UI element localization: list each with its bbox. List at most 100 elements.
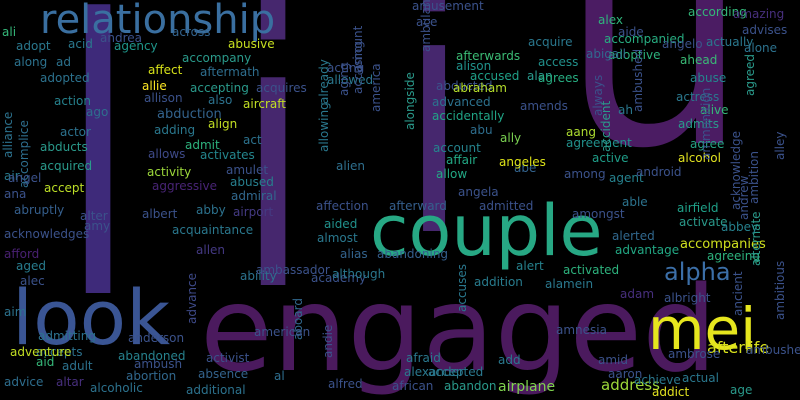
word: allow <box>436 167 468 181</box>
word: already <box>317 59 331 104</box>
word: air <box>4 169 20 183</box>
word: access <box>538 55 579 69</box>
word: aftermath <box>200 65 260 79</box>
word: anderson <box>128 331 185 345</box>
word: abandon <box>444 379 497 393</box>
word: alley <box>773 131 787 160</box>
word: aang <box>566 125 596 139</box>
word: aid <box>36 355 55 369</box>
word: ahead <box>680 53 718 67</box>
word: alcohol <box>678 151 721 165</box>
word: ace <box>416 15 438 29</box>
word: ancient <box>731 271 745 316</box>
word: additional <box>186 383 246 397</box>
word: andrea <box>100 31 142 45</box>
word: afraid <box>406 351 441 365</box>
word: abandoning <box>377 247 449 261</box>
word: afterlife <box>707 338 770 357</box>
word: amnesia <box>556 323 607 337</box>
word: admitting <box>38 329 96 343</box>
word: agreed <box>743 53 757 96</box>
word: android <box>636 165 682 179</box>
word: advises <box>742 23 788 37</box>
word: aaron <box>608 367 643 381</box>
word: american <box>254 325 311 339</box>
word: abducts <box>40 140 88 154</box>
word: accidentally <box>432 109 505 123</box>
word: accepts <box>36 345 83 359</box>
word: account <box>433 141 481 155</box>
word: almost <box>317 231 358 245</box>
word: along <box>14 55 48 69</box>
word: age <box>730 383 753 397</box>
word: also <box>208 93 233 107</box>
word: amazing <box>733 7 785 21</box>
word: acquaintance <box>172 223 254 237</box>
word: abortion <box>126 369 177 383</box>
word: accusing <box>351 41 365 94</box>
word: amulet <box>226 163 269 177</box>
word: afterward <box>389 199 447 213</box>
word: admits <box>678 117 719 131</box>
word: adoptive <box>608 48 661 62</box>
word: acquired <box>40 159 93 173</box>
word: alcoholic <box>90 381 143 395</box>
word: amusement <box>412 0 484 13</box>
word: abby <box>196 203 226 217</box>
word: addition <box>474 275 523 289</box>
word: affection <box>316 199 369 213</box>
word: although <box>332 267 386 281</box>
word: i <box>235 0 312 375</box>
word: agency <box>114 39 158 53</box>
word: airplane <box>498 379 556 395</box>
word: allen <box>196 243 226 257</box>
word: advance <box>185 272 199 324</box>
word: abuse <box>690 71 727 85</box>
word: ability <box>240 269 277 283</box>
word: ambushed <box>631 48 645 112</box>
word: abe <box>514 161 537 175</box>
word: abusive <box>228 37 275 51</box>
word: accuses <box>455 263 469 312</box>
word: airport <box>233 205 274 219</box>
word: abruptly <box>14 203 65 217</box>
word: abraham <box>453 81 507 95</box>
word: ah <box>618 103 633 117</box>
word: angela <box>458 185 499 199</box>
word: academy <box>311 271 367 285</box>
word: look <box>12 273 171 362</box>
word: agreement <box>566 136 632 150</box>
word: accepted <box>428 365 484 379</box>
word: acquire <box>528 35 573 49</box>
word: acquires <box>256 81 307 95</box>
word: agrees <box>538 71 579 85</box>
word: actress <box>676 90 720 104</box>
word: acknowledges <box>4 227 90 241</box>
word: accompany <box>182 51 252 65</box>
word: alex <box>598 13 623 27</box>
word: airfield <box>677 201 719 215</box>
word: align <box>208 117 238 131</box>
word: addict <box>652 385 690 399</box>
word: albright <box>664 291 711 305</box>
word: alliance <box>1 111 15 158</box>
word: activity <box>147 165 192 179</box>
word: afterwards <box>456 49 521 63</box>
word: alter <box>80 209 108 223</box>
word: l <box>60 0 137 383</box>
word: advice <box>4 375 44 389</box>
word: absence <box>198 367 249 381</box>
word: african <box>392 379 434 393</box>
word: alison <box>456 59 492 73</box>
word: ad <box>56 55 71 69</box>
word: adopted <box>40 71 90 85</box>
word: admitted <box>479 199 534 213</box>
word: acid <box>68 37 93 51</box>
word: advanced <box>432 95 491 109</box>
word: aged <box>16 259 46 273</box>
word: actor <box>60 125 91 139</box>
word: active <box>592 151 629 165</box>
word: adult <box>62 359 93 373</box>
word: allowing <box>317 102 331 152</box>
